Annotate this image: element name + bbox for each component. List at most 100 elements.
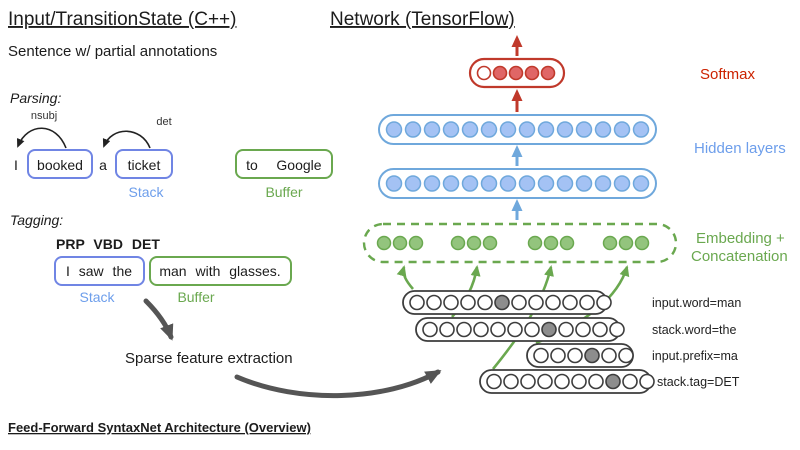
- embed-group-4-node-1: [618, 235, 634, 251]
- feature-row-1-circles-node-1: [426, 294, 442, 311]
- embed-group-3-node-1: [543, 235, 559, 251]
- feature-row-2-circles-node-5: [507, 321, 523, 338]
- parsing-buffer-label: Buffer: [265, 184, 302, 200]
- hidden-layers-label: Hidden layers: [694, 140, 786, 157]
- tagging-stack-label: Stack: [79, 289, 115, 305]
- stack-word-box-booked: [27, 149, 93, 179]
- embed-group-1-node-0: [376, 235, 392, 251]
- feature-row-3-circles-node-3: [584, 347, 600, 364]
- feature-row-4-circles-node-7: [605, 373, 621, 390]
- feature-label-3: input.prefix=ma: [652, 349, 738, 363]
- token-a: a: [99, 157, 107, 173]
- feature-row-3-circles-node-5: [618, 347, 634, 364]
- nsubj-arc-arrow: [17, 127, 67, 149]
- feature-row-4-circles-node-9: [639, 373, 655, 390]
- softmax-circles-node-0: [476, 65, 492, 81]
- softmax-circles-node-3: [524, 65, 540, 81]
- hidden1-circles-node-1: [404, 121, 422, 138]
- feature-row-4-circles: [486, 373, 655, 390]
- feature-row-2-circles-node-7: [541, 321, 557, 338]
- hidden1-circles: [385, 121, 650, 138]
- feature-row-1-circles-node-4: [477, 294, 493, 311]
- feature-row-1-circles-node-8: [545, 294, 561, 311]
- feature-row-4-circles-node-0: [486, 373, 502, 390]
- hidden1-circles-node-10: [575, 121, 593, 138]
- parsing-buffer-box: [235, 149, 333, 179]
- softmax-circles-node-1: [492, 65, 508, 81]
- det-arc-label: det: [156, 116, 171, 128]
- hidden2-circles-node-11: [594, 175, 612, 192]
- embed-group-4-node-2: [634, 235, 650, 251]
- feature-row-2-circles-node-9: [575, 321, 591, 338]
- softmax-label: Softmax: [700, 66, 756, 83]
- embed-group-2: [450, 235, 498, 251]
- det-arc-arrow: [102, 130, 151, 149]
- feature-row-4-circles-node-2: [520, 373, 536, 390]
- hidden1-circles-node-12: [613, 121, 631, 138]
- feature-label-4: stack.tag=DET: [657, 375, 740, 389]
- parsing-section: Parsing: nsubj det I booked a ticket to …: [10, 90, 333, 200]
- hidden2-circles-node-10: [575, 175, 593, 192]
- hidden1-circles-node-7: [518, 121, 536, 138]
- hidden2-circles-node-7: [518, 175, 536, 192]
- hidden2-circles-node-9: [556, 175, 574, 192]
- hidden1-circles-node-0: [385, 121, 403, 138]
- left-panel-title: Input/TransitionState (C++): [8, 9, 236, 30]
- feature-row-2-circles-node-10: [592, 321, 608, 338]
- feature-row-4-circles-node-5: [571, 373, 587, 390]
- hidden2-circles-node-13: [632, 175, 650, 192]
- embed-group-3: [527, 235, 575, 251]
- network-panel: Network (TensorFlow) Softmax Hidden laye…: [330, 9, 788, 394]
- feature-row-2-circles-node-2: [456, 321, 472, 338]
- feature-row-4-circles-node-6: [588, 373, 604, 390]
- hidden2-circles-node-8: [537, 175, 555, 192]
- network-title: Network (TensorFlow): [330, 9, 515, 30]
- tagging-buffer-box: [149, 256, 292, 286]
- softmax-circles-node-2: [508, 65, 524, 81]
- footer-title: Feed-Forward SyntaxNet Architecture (Ove…: [8, 420, 311, 435]
- hidden1-circles-node-4: [461, 121, 479, 138]
- feature-row-1-circles-node-9: [562, 294, 578, 311]
- feature-row-2-circles-node-8: [558, 321, 574, 338]
- hidden1-circles-node-13: [632, 121, 650, 138]
- feature-row-3-circles-node-1: [550, 347, 566, 364]
- embed-group-2-node-1: [466, 235, 482, 251]
- feature-row-3-circles: [533, 347, 634, 364]
- softmax-circles-node-4: [540, 65, 556, 81]
- tagging-section: Tagging: PRP VBD DET I saw the man with …: [10, 212, 292, 305]
- embed-group-3-node-2: [559, 235, 575, 251]
- feature-row-2-circles-node-0: [422, 321, 438, 338]
- hidden1-circles-node-2: [423, 121, 441, 138]
- feature-row-1-circles-node-11: [596, 294, 612, 311]
- embed-group-1-node-1: [392, 235, 408, 251]
- feature-label-2: stack.word=the: [652, 323, 736, 337]
- pos-tags: PRP VBD DET: [56, 236, 160, 252]
- parsing-stack-label: Stack: [128, 184, 164, 200]
- embedding-layer-box: [362, 222, 678, 264]
- feature-row-1-circles-node-0: [409, 294, 425, 311]
- hidden2-circles-node-2: [423, 175, 441, 192]
- embed-group-2-node-2: [482, 235, 498, 251]
- hidden2-circles-node-6: [499, 175, 517, 192]
- tagging-buffer-label: Buffer: [177, 289, 214, 305]
- tagging-to-sparse-arrow: [143, 298, 174, 341]
- left-panel: Input/TransitionState (C++) Sentence w/ …: [8, 9, 442, 399]
- feature-row-1-circles-node-6: [511, 294, 527, 311]
- embed-group-1-node-2: [408, 235, 424, 251]
- hidden1-circles-node-6: [499, 121, 517, 138]
- embed-group-1: [376, 235, 424, 251]
- subtitle: Sentence w/ partial annotations: [8, 43, 217, 60]
- tagging-label: Tagging:: [10, 212, 63, 228]
- feature-row-1-circles-node-5: [494, 294, 510, 311]
- hidden2-circles-node-1: [404, 175, 422, 192]
- feature-row-2-circles-node-3: [473, 321, 489, 338]
- sparse-feature-label: Sparse feature extraction: [125, 350, 293, 367]
- feature-row-1-circles-node-10: [579, 294, 595, 311]
- hidden2-circles-node-3: [442, 175, 460, 192]
- token-ticket: ticket: [128, 157, 161, 173]
- feature-row-2-circles-node-4: [490, 321, 506, 338]
- hidden2-circles-node-4: [461, 175, 479, 192]
- tagging-stack-text: I saw the: [66, 263, 132, 279]
